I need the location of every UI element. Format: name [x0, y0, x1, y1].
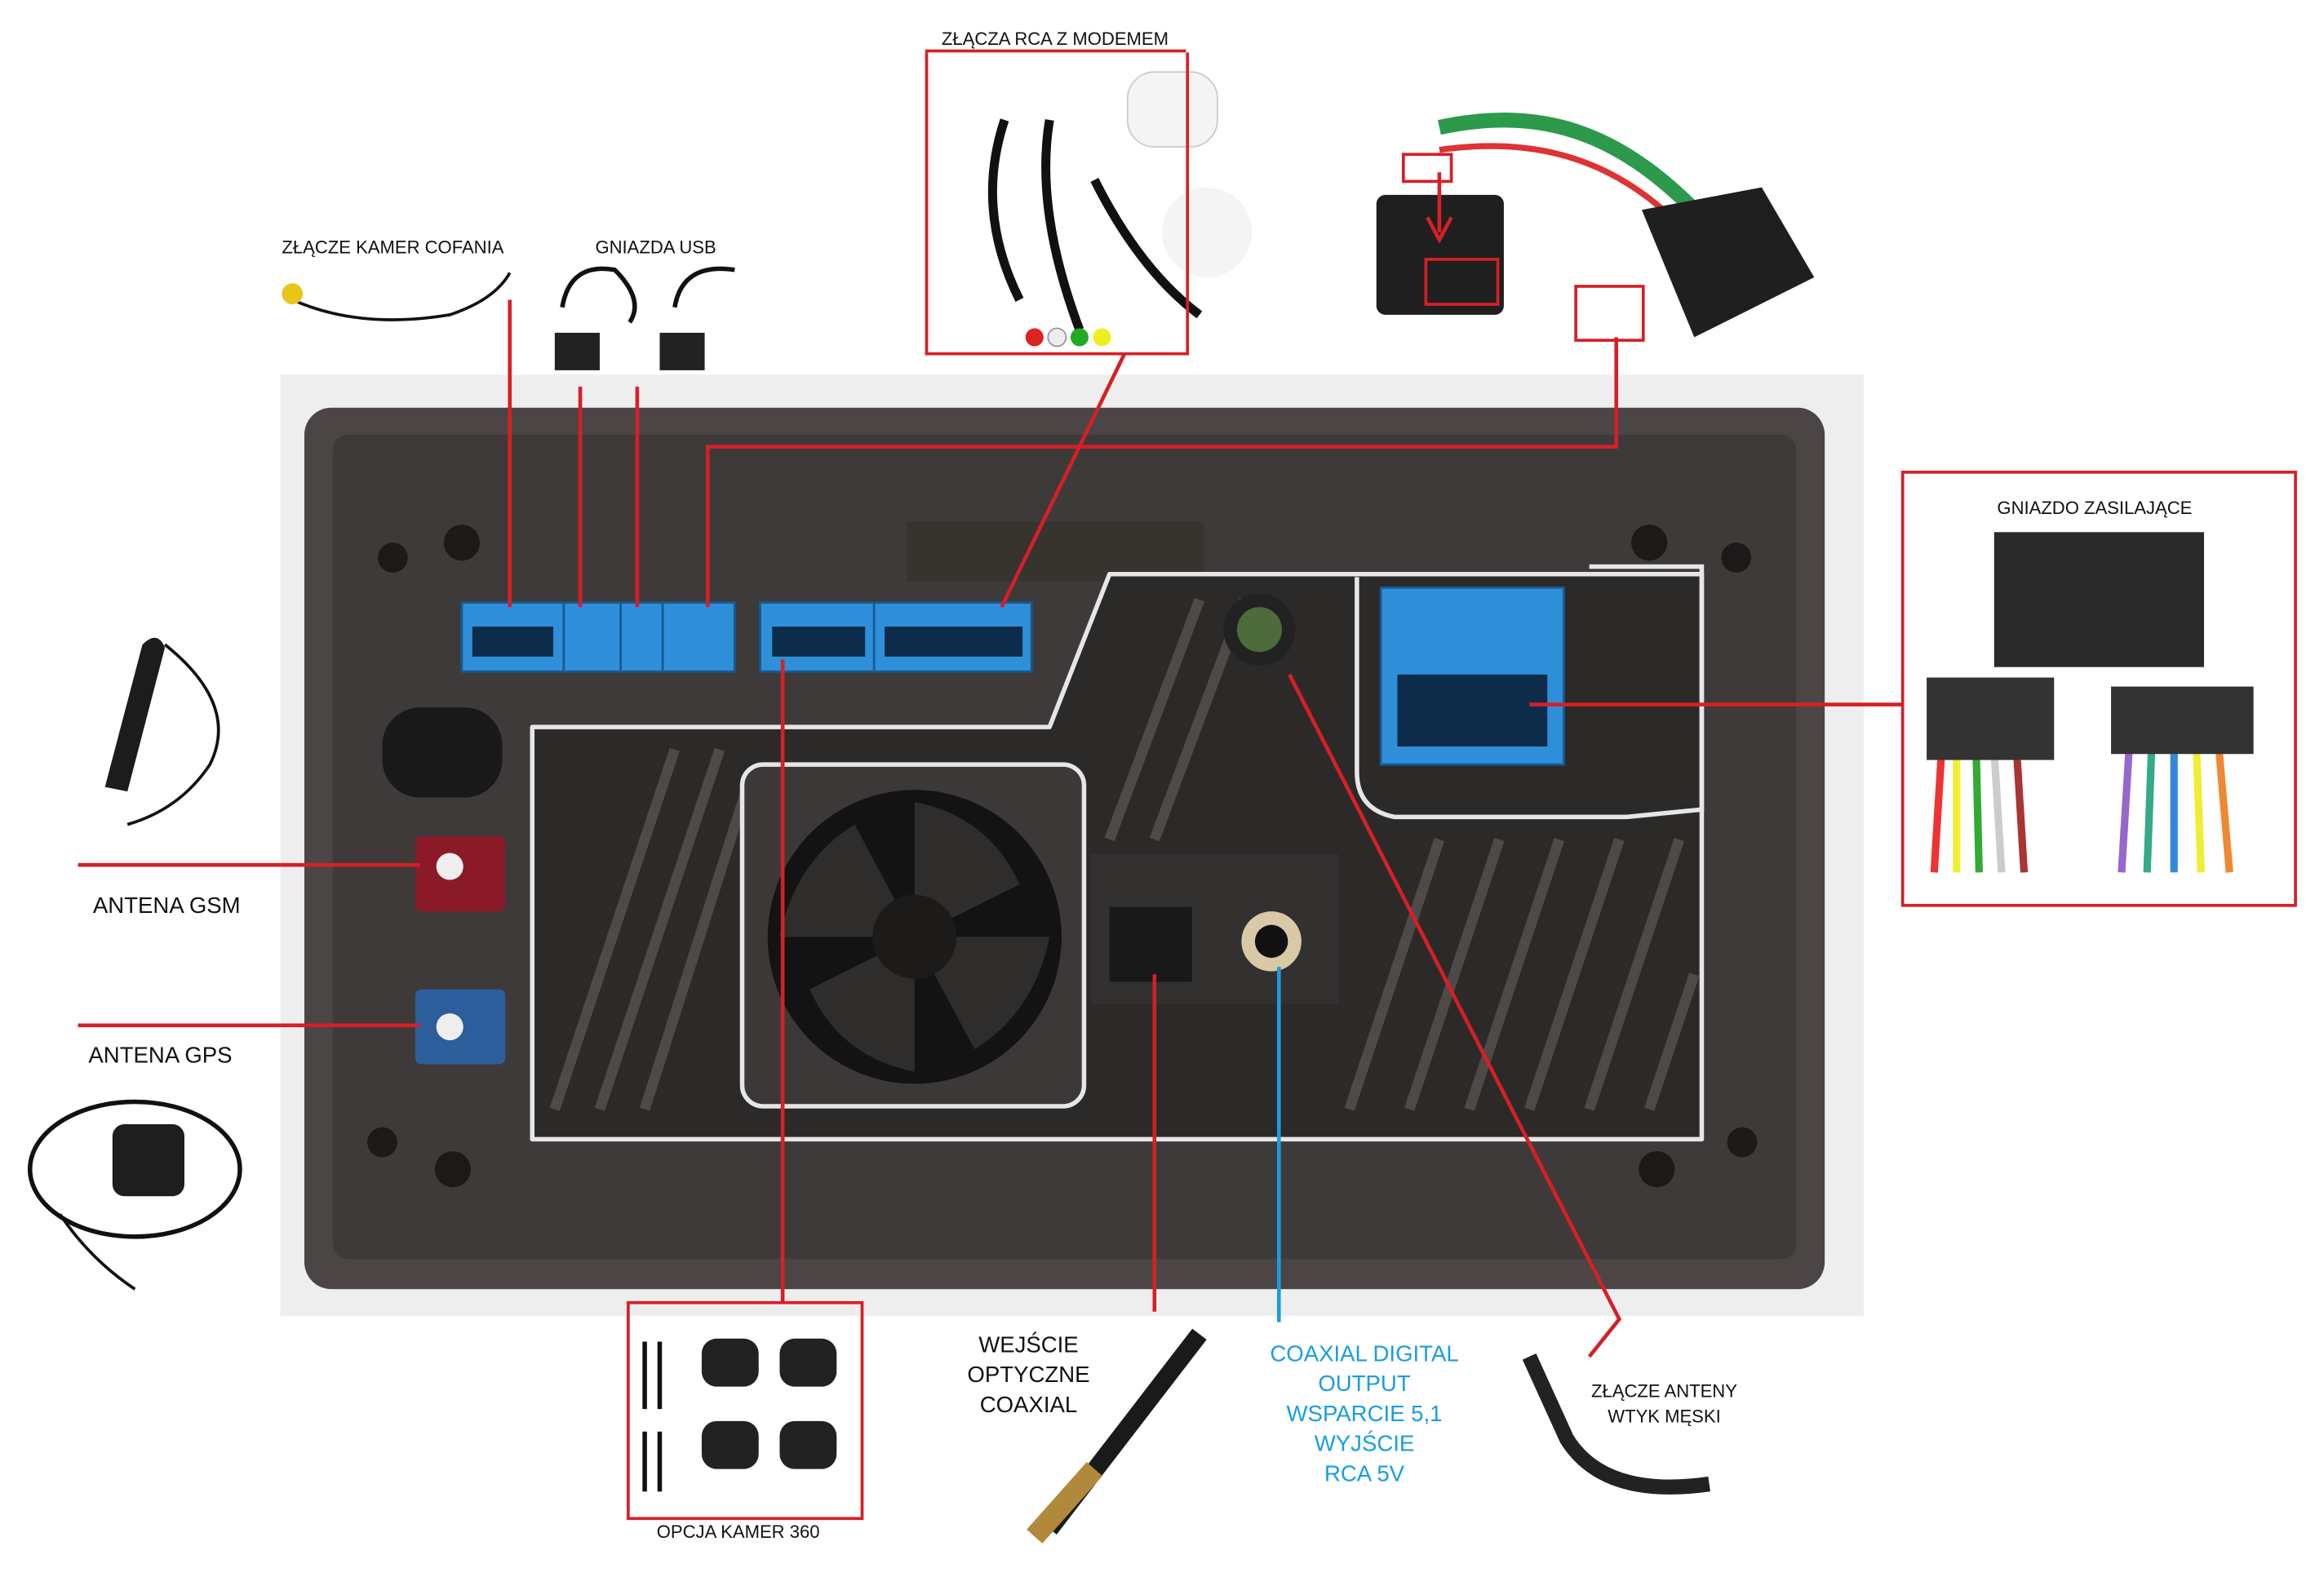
power-pin-callout-box	[1401, 153, 1453, 184]
camera-360-callout-box	[627, 1300, 864, 1521]
label-antenna-connector: ZŁĄCZE ANTENY WTYK MĘSKI	[1590, 1379, 1740, 1429]
label-line: RCA 5V	[1324, 1461, 1405, 1487]
label-line: COAXIAL DIGITAL	[1270, 1341, 1459, 1367]
label-coaxial-output: COAXIAL DIGITAL OUTPUT WSPARCIE 5,1 WYJŚ…	[1267, 1340, 1462, 1491]
label-line: WSPARCIE 5,1	[1286, 1401, 1443, 1428]
label-gps-antenna: ANTENA GPS	[88, 1043, 233, 1070]
label-line: OPTYCZNE	[967, 1362, 1090, 1389]
label-line: WYJŚCIE	[1314, 1431, 1415, 1457]
label-reverse-camera: ZŁĄCZE KAMER COFANIA	[282, 237, 504, 259]
label-gsm-antenna: ANTENA GSM	[92, 893, 241, 919]
optical-port	[1109, 906, 1192, 982]
power-socket-callout-box	[1900, 470, 2297, 907]
label-power-socket: GNIAZDO ZASILAJĄCE	[1997, 498, 2193, 519]
label-line: COAXIAL	[979, 1392, 1078, 1419]
label-camera-360: OPCJA KAMER 360	[656, 1521, 820, 1543]
label-rca-modem: ZŁĄCZA RCA Z MODEMEM	[941, 28, 1169, 50]
label-usb-sockets: GNIAZDA USB	[595, 237, 716, 259]
label-line: WEJŚCIE	[978, 1332, 1079, 1358]
label-optical-input: WEJŚCIE OPTYCZNE COAXIAL	[960, 1331, 1098, 1421]
harness-plug-callout-box	[1574, 285, 1645, 342]
adapter-callout-box	[1424, 258, 1500, 306]
rca-modem-callout-box	[925, 52, 1190, 356]
label-line: OUTPUT	[1318, 1371, 1411, 1398]
label-line: ZŁĄCZE ANTENY	[1591, 1380, 1737, 1402]
rca-box-top	[925, 49, 1186, 53]
label-line: WTYK MĘSKI	[1608, 1406, 1721, 1428]
